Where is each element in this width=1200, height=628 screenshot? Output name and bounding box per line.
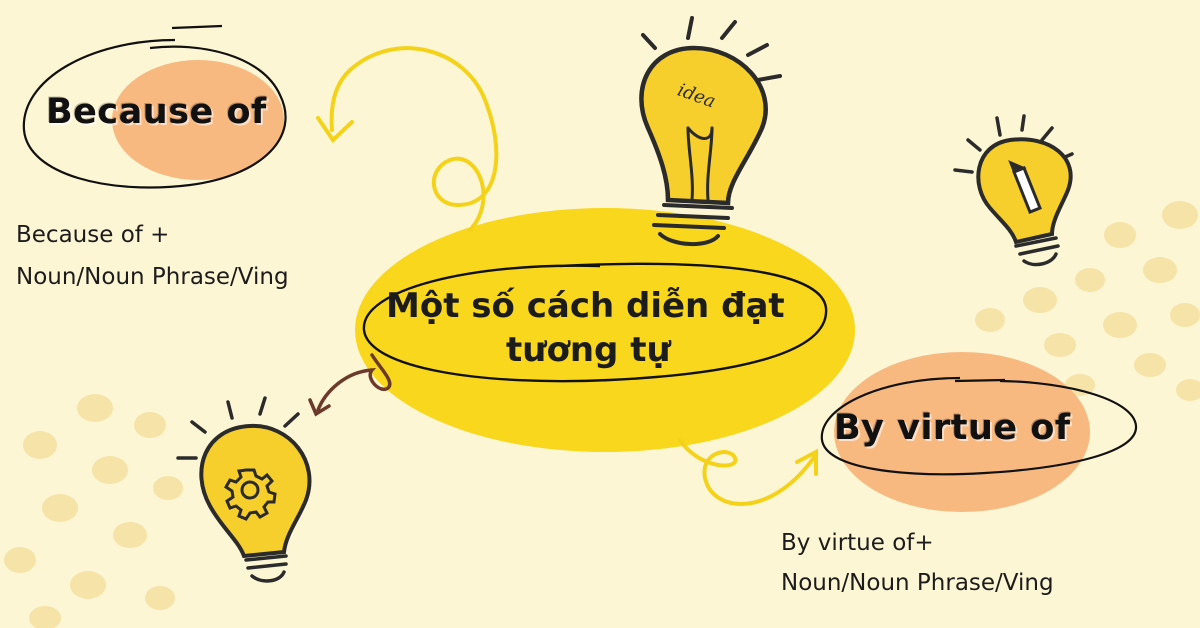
arrow-to-by-virtue-of [678, 438, 818, 506]
center-oval-stroke [362, 262, 828, 383]
center-title-line1: Một số cách diễn đạt [386, 286, 785, 326]
because-of-heading: Because of [46, 92, 267, 132]
idea-bulb-icon: idea [639, 16, 782, 247]
by-virtue-of-formula-line2: Noun/Noun Phrase/Ving [781, 570, 1054, 596]
by-virtue-of-heading: By virtue of [834, 408, 1071, 448]
because-of-formula-line2: Noun/Noun Phrase/Ving [16, 264, 289, 290]
because-of-highlight [112, 60, 284, 180]
because-of-formula-line1: Because of + [16, 222, 170, 248]
gear-bulb-icon [176, 396, 312, 583]
decorative-dots [4, 201, 1200, 628]
pencil-bulb-icon [953, 114, 1074, 267]
by-virtue-oval-stroke [820, 376, 1138, 476]
center-title-line2: tương tự [506, 330, 671, 370]
by-virtue-of-formula-line1: By virtue of+ [781, 530, 934, 556]
because-of-oval-tick [171, 24, 223, 30]
by-virtue-oval-tick [954, 378, 1006, 383]
arrow-to-because-of [316, 46, 499, 232]
because-of-oval-stroke [22, 38, 287, 189]
arrow-to-gear-bulb [308, 353, 392, 417]
center-blob [355, 208, 855, 452]
